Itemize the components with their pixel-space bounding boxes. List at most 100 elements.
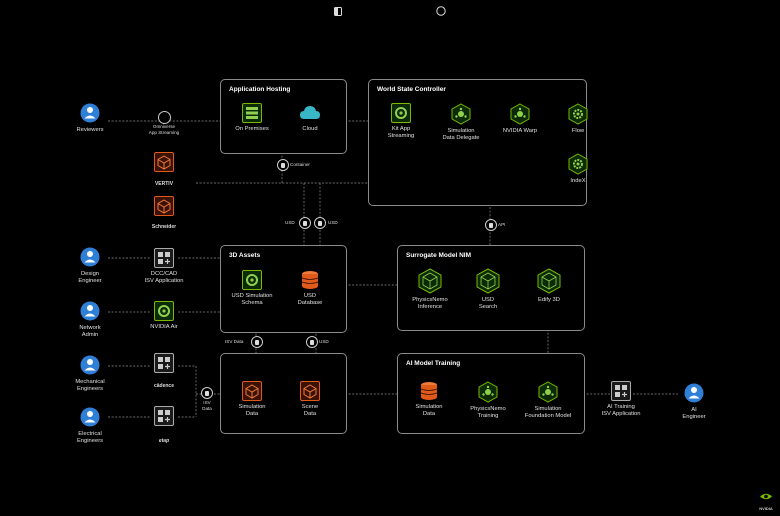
node-label: PhysicsNemo Inference	[412, 297, 448, 310]
nvidia-eye-icon	[760, 493, 772, 500]
isv-data-left-tag: ISV Data	[202, 400, 212, 411]
node-label: Edify 3D	[538, 297, 560, 303]
simulation-foundation-model-node[interactable]: Simulation Foundation Model	[516, 381, 580, 420]
usd-search-node[interactable]: USD Search	[456, 268, 520, 311]
dcc-cad-app-node[interactable]: DCC/CAD ISV Application	[132, 248, 196, 285]
node-label: AI Engineer	[682, 407, 706, 420]
on-premises-node[interactable]: On Premises	[220, 103, 284, 133]
node-label: NVIDIA Warp	[502, 128, 538, 134]
node-label: Simulation Data	[238, 404, 266, 417]
network-admin-node[interactable]: Network Admin	[58, 301, 122, 339]
cadence-app-node[interactable]	[132, 353, 196, 373]
node-label: Mechanical Engineers	[75, 379, 105, 392]
nvidia-warp-node[interactable]: NVIDIA Warp	[488, 103, 552, 135]
cloud-icon	[300, 106, 320, 119]
physicsnemo-inference-node[interactable]: PhysicsNemo Inference	[398, 268, 462, 311]
person-icon	[684, 383, 704, 403]
simulation-data-node[interactable]: Simulation Data	[220, 381, 284, 418]
api-tag: API	[498, 222, 506, 227]
node-label: USD Simulation Schema	[231, 293, 273, 306]
box-title: Application Hosting	[229, 86, 291, 93]
isv-app-grid-icon	[154, 248, 174, 268]
node-label: On Premises	[235, 126, 269, 132]
person-icon	[80, 103, 100, 123]
cloud-node[interactable]: Cloud	[278, 103, 342, 133]
design-engineer-node[interactable]: Design Engineer	[58, 247, 122, 285]
node-label: PhysicsNemo Training	[470, 406, 506, 419]
kit-app-streaming-node[interactable]: Kit App Streaming	[369, 103, 433, 140]
node-label: USD Database	[297, 293, 323, 306]
nvidia-air-node[interactable]: NVIDIA Air	[132, 301, 196, 331]
person-icon	[80, 355, 100, 375]
kit-app-icon	[242, 270, 262, 290]
schneider-cube-node[interactable]	[132, 196, 196, 216]
usd-tag-1: USD	[285, 220, 295, 225]
person-icon	[80, 247, 100, 267]
node-label: Kit App Streaming	[387, 126, 415, 139]
usd-simulation-schema-node[interactable]: USD Simulation Schema	[220, 270, 284, 307]
isv-data-badge	[251, 336, 263, 348]
box-title: 3D Assets	[229, 252, 261, 259]
hexagon-node-icon	[510, 103, 530, 125]
node-label: NVIDIA Air	[150, 324, 178, 330]
box-title: AI Model Training	[406, 360, 461, 367]
usd-badge-3	[306, 336, 318, 348]
database-icon	[420, 382, 438, 400]
isometric-cube-icon	[154, 196, 174, 216]
world-state-controller-box: World State Controller	[368, 79, 587, 206]
kit-app-icon	[391, 103, 411, 123]
isometric-cube-icon	[154, 152, 174, 172]
database-icon	[301, 271, 319, 289]
gear-icon	[568, 103, 588, 125]
edify-3d-node[interactable]: Edify 3D	[517, 268, 581, 304]
vertiv-logo: VERTIV	[154, 181, 174, 187]
hexagon-node-icon	[478, 381, 498, 403]
person-icon	[80, 407, 100, 427]
node-label: Scene Data	[301, 404, 319, 417]
circle-status-icon[interactable]	[436, 3, 446, 16]
usd-tag-3: USD	[319, 339, 329, 344]
hexagon-node-icon	[451, 103, 471, 125]
ai-engineer-node[interactable]: AI Engineer	[662, 383, 726, 421]
isv-data-vertical-tag: ISV Data	[225, 339, 244, 344]
node-label: IndeX	[570, 178, 586, 184]
etap-logo: etap	[158, 438, 170, 444]
application-hosting-box: Application Hosting	[220, 79, 347, 154]
scene-data-node[interactable]: Scene Data	[278, 381, 342, 418]
3d-assets-box: 3D Assets	[220, 245, 347, 333]
vertiv-cube-node[interactable]	[132, 152, 196, 172]
node-label: Design Engineer	[78, 271, 102, 284]
reviewers-node[interactable]: Reviewers	[58, 103, 122, 134]
flow-node[interactable]: Flow	[546, 103, 610, 135]
training-simulation-data-node[interactable]: Simulation Data	[397, 381, 461, 418]
physicsnemo-training-node[interactable]: PhysicsNemo Training	[456, 381, 520, 420]
api-badge	[485, 219, 497, 231]
hexagon-node-icon	[537, 268, 561, 294]
person-icon	[80, 301, 100, 321]
simulation-data-delegate-node[interactable]: Simulation Data Delegate	[429, 103, 493, 142]
isv-app-grid-icon	[154, 406, 174, 426]
isv-data-left-badge	[201, 387, 213, 399]
box-title: World State Controller	[377, 86, 446, 93]
window-toggle-icon[interactable]	[334, 3, 342, 16]
electrical-engineers-node[interactable]: Electrical Engineers	[58, 407, 122, 445]
hexagon-node-icon	[538, 381, 558, 403]
node-label: Simulation Foundation Model	[524, 406, 572, 419]
usd-badge-1	[299, 217, 311, 229]
node-label: Electrical Engineers	[76, 431, 104, 444]
usd-tag-2: USD	[328, 220, 338, 225]
isv-app-grid-icon	[611, 381, 631, 401]
node-label: USD Search	[478, 297, 498, 310]
node-label: Simulation Data Delegate	[442, 128, 480, 141]
mechanical-engineers-node[interactable]: Mechanical Engineers	[58, 355, 122, 393]
usd-database-node[interactable]: USD Database	[278, 270, 342, 307]
simulation-data-box	[220, 353, 347, 434]
ai-training-isv-app-node[interactable]: AI Training ISV Application	[589, 381, 653, 418]
server-stack-icon	[242, 103, 262, 123]
streaming-icon	[158, 111, 171, 124]
node-label: Reviewers	[76, 127, 104, 133]
node-label: AI Training ISV Application	[601, 404, 641, 417]
index-node[interactable]: IndeX	[546, 153, 610, 185]
cadence-logo: cādence	[153, 383, 174, 389]
etap-app-node[interactable]	[132, 406, 196, 426]
